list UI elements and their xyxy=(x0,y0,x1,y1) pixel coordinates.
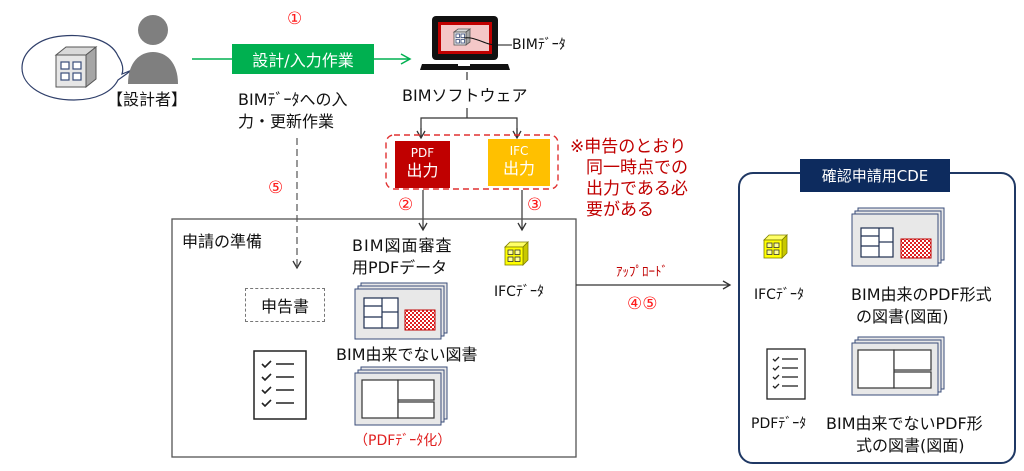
step-5-marker: ⑤ xyxy=(268,178,284,198)
pdf-output-line2: 出力 xyxy=(406,161,439,180)
ifc-output-box: IFC 出力 xyxy=(488,139,550,186)
bim-pdf-drawing-stack-icon xyxy=(354,282,448,340)
ifc-output-line1: IFC xyxy=(509,144,529,158)
checklist-icon xyxy=(253,350,307,420)
design-task-description-line1: BIMﾃﾞｰﾀへの入 xyxy=(238,90,348,109)
non-bim-drawing-stack-icon xyxy=(354,366,448,426)
pdf-output-line1: PDF xyxy=(410,146,435,160)
cde-bim-pdf-drawing-stack-icon xyxy=(851,207,945,267)
declaration-document: 申告書 xyxy=(245,288,325,322)
simultaneous-output-note-line3: 出力である必 xyxy=(586,179,688,199)
pdf-output-box: PDF 出力 xyxy=(395,141,450,188)
building-icon xyxy=(54,45,98,89)
pdf-conversion-label: （PDFﾃﾞｰﾀ化） xyxy=(354,433,452,449)
step-3-marker: ③ xyxy=(527,195,543,215)
step-1-marker: ① xyxy=(287,9,303,29)
cde-title: 確認申請用CDE xyxy=(800,159,950,192)
ifc-output-line2: 出力 xyxy=(502,159,535,178)
design-task-box: 設計/入力作業 xyxy=(232,44,374,74)
simultaneous-output-note-line4: 要がある xyxy=(586,200,654,220)
simultaneous-output-note-line1: ※申告のとおり xyxy=(570,137,687,157)
bim-review-pdf-label-line1: BIM図面審査 xyxy=(352,236,453,255)
non-bim-docs-label: BIM由来でない図書 xyxy=(336,345,478,364)
bim-data-callout: BIMﾃﾞｰﾀ xyxy=(512,37,566,53)
ifc-data-label: IFCﾃﾞｰﾀ xyxy=(494,284,544,300)
design-task-description-line2: 力・更新作業 xyxy=(238,112,335,131)
person-icon xyxy=(128,15,178,84)
cde-checklist-icon xyxy=(766,348,806,400)
simultaneous-output-note-line2: 同一時点での xyxy=(586,158,688,178)
software-split-line xyxy=(420,117,518,136)
bim-software-label: BIMソフトウェア xyxy=(402,86,528,105)
cde-non-bim-pdf-label-line2: 式の図書(図面) xyxy=(856,436,965,455)
cde-non-bim-drawing-stack-icon xyxy=(851,336,945,396)
cde-ifc-building-icon xyxy=(763,234,788,259)
upload-label: ｱｯﾌﾟﾛｰﾄﾞ xyxy=(616,265,668,280)
preparation-box xyxy=(171,218,577,458)
cde-bim-pdf-label-line1: BIM由来のPDF形式 xyxy=(851,285,992,304)
laptop-icon xyxy=(420,16,512,70)
designer-label: 【設計者】 xyxy=(107,90,188,109)
step-45-marker: ④⑤ xyxy=(627,294,658,314)
step-2-marker: ② xyxy=(398,195,414,215)
preparation-title: 申請の準備 xyxy=(182,232,263,251)
cde-non-bim-pdf-label-line1: BIM由来でないPDF形 xyxy=(826,414,983,433)
cde-pdf-data-label: PDFﾃﾞｰﾀ xyxy=(751,416,807,432)
bim-review-pdf-label-line2: 用PDFデータ xyxy=(352,258,448,277)
cde-bim-pdf-label-line2: の図書(図面) xyxy=(856,307,949,326)
cde-ifc-data-label: IFCﾃﾞｰﾀ xyxy=(754,287,804,303)
ifc-building-icon xyxy=(504,241,529,266)
